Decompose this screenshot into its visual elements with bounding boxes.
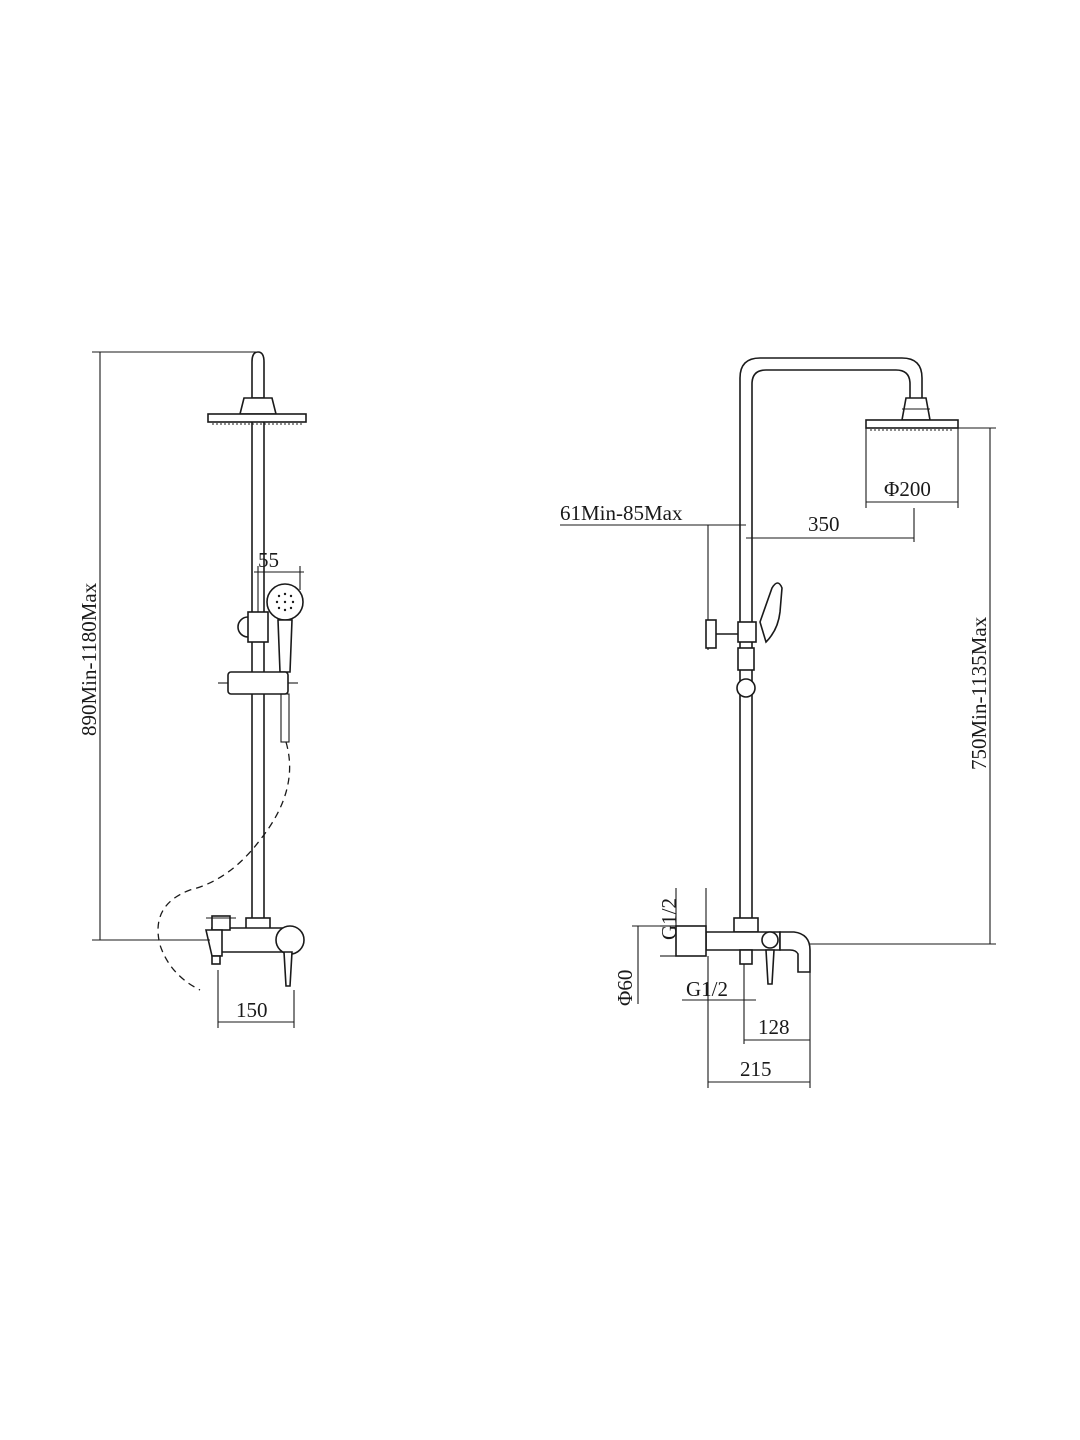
right-height-label: 750Min-1135Max (967, 616, 991, 770)
right-overall-label: 215 (740, 1057, 772, 1081)
left-lever (283, 951, 293, 987)
right-rain-head (865, 419, 959, 429)
right-outlet-label: G1/2 (686, 977, 728, 1001)
right-spout (779, 931, 811, 973)
right-lower-nut (733, 917, 759, 933)
right-slider-block (737, 647, 755, 671)
right-slider-knob (736, 678, 756, 698)
right-mixer-cap (761, 931, 779, 949)
right-inlet-label: G1/2 (657, 898, 681, 940)
left-width-label: 150 (236, 998, 268, 1022)
right-flange-label: Φ60 (613, 970, 637, 1006)
left-hand-shower-nozzles (275, 592, 295, 612)
right-lever (765, 949, 775, 985)
right-holder (737, 621, 757, 643)
left-height-label: 890Min-1180Max (77, 582, 101, 736)
right-arm-label: 350 (808, 512, 840, 536)
left-outlet (204, 929, 223, 957)
right-rail-label: 61Min-85Max (560, 501, 683, 525)
right-arm-outer (739, 357, 923, 930)
left-head-connector (238, 397, 278, 415)
right-hand-shower (759, 582, 783, 644)
left-hand-shower-label: 55 (258, 548, 279, 572)
left-overhead-arm (251, 351, 265, 399)
left-side-view: 890Min-1180Max 55 150 (77, 351, 307, 1028)
left-slide-block (227, 671, 289, 695)
right-spout-label: 128 (758, 1015, 790, 1039)
right-arm-inner (751, 369, 911, 930)
left-hand-shower-handle (277, 619, 293, 673)
left-rain-head (207, 413, 307, 423)
left-holder-bracket (247, 611, 269, 643)
left-hose (280, 693, 290, 743)
right-diverter (739, 949, 753, 965)
left-hose-hanging-path (157, 741, 291, 991)
right-front-view: Φ200 350 61Min-85Max 750Min-1135Max (560, 357, 996, 1088)
left-mixer-dial (275, 925, 305, 955)
right-head-diameter-label: Φ200 (884, 477, 931, 501)
